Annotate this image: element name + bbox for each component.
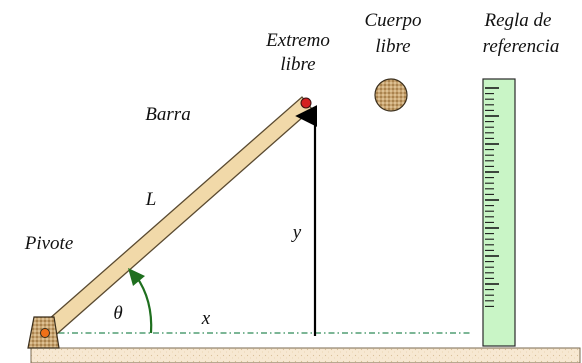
free-body-ball-icon [374,78,408,112]
label-free-end-line1: Extremo [265,30,330,51]
bar [39,96,313,341]
angle-arc-arrowhead [128,268,145,286]
label-free-body-line1: Cuerpo [365,10,422,31]
label-pivot: Pivote [24,233,74,254]
pivot-joint-dot [40,328,50,338]
label-horizontal-x: x [201,308,211,329]
label-vertical-y: y [291,222,302,243]
ruler-icon [482,78,516,347]
label-bar: Barra [145,104,190,125]
label-ruler-line1: Regla de [483,10,551,31]
label-angle-theta: θ [113,303,122,324]
label-ruler-line2: referencia [483,36,560,57]
label-free-end-line2: libre [280,54,315,75]
label-free-body-line2: libre [375,36,410,57]
ruler-tick-marks [485,87,499,307]
label-length: L [145,189,157,210]
free-end-dot [300,97,312,109]
ground-floor [30,347,581,363]
angle-arc-arrow [135,275,153,334]
